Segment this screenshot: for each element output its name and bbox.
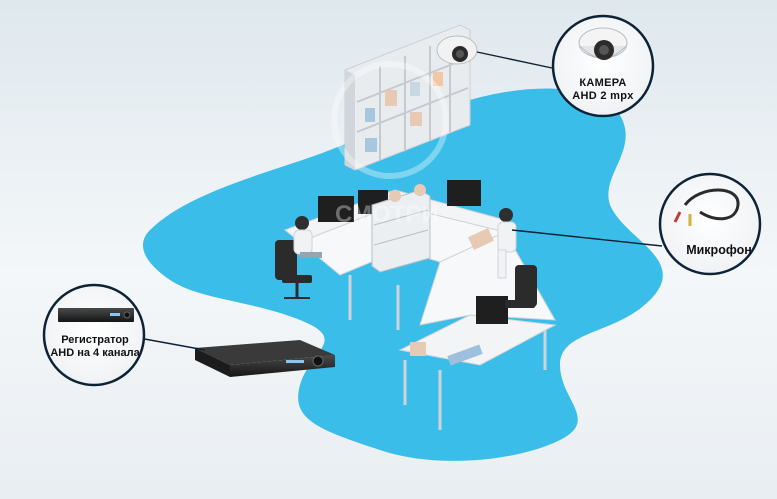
camera-label-line2: AHD 2 mpx [572, 89, 634, 102]
dome-camera [436, 35, 478, 65]
microphone-label-text: Микрофон [686, 243, 752, 257]
camera-label: КАМЕРА AHD 2 mpx [548, 77, 658, 102]
recorder-callout [42, 283, 146, 387]
recorder-label-line1: Регистратор [61, 334, 129, 346]
desk-equipment [371, 184, 494, 366]
bookshelf [344, 24, 471, 171]
dvr-recorder [195, 340, 335, 377]
microphone-callout [658, 172, 762, 276]
svg-text:СМОТРИ: СМОТРИ [335, 201, 439, 228]
recorder-label-line2: AHD на 4 канала [50, 346, 140, 359]
watermark-logo: СМОТРИ [331, 61, 449, 228]
recorder-label: Регистратор AHD на 4 канала [36, 334, 154, 359]
floor-area [142, 88, 663, 461]
camera-label-line1: КАМЕРА [579, 77, 627, 89]
office-workers [293, 208, 517, 279]
office-chairs [275, 240, 537, 308]
monitors [318, 180, 508, 324]
camera-callout [551, 14, 655, 118]
connector-lines [138, 51, 663, 351]
microphone-label: Микрофон [664, 243, 774, 257]
